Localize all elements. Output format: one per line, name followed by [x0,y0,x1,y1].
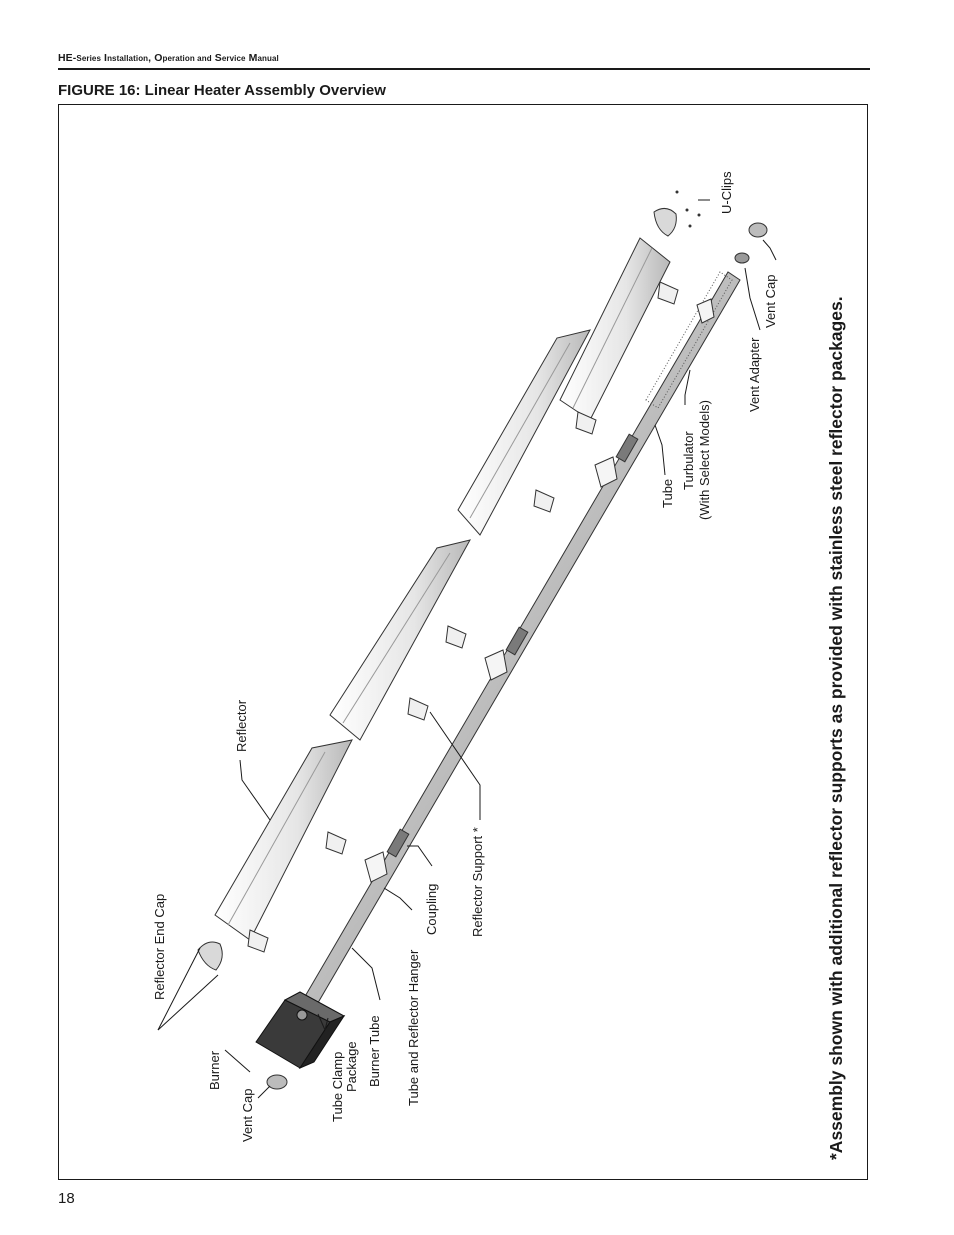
reflector-support-6 [575,411,597,435]
label-vent-cap-right: Vent Cap [763,275,778,329]
vent-cap-right-part [748,222,768,238]
coupling-1 [386,828,410,858]
label-burner-tube: Burner Tube [367,1015,382,1087]
label-tube-clamp-2: Package [344,1041,359,1092]
label-vent-adapter: Vent Adapter [747,337,762,412]
label-tube: Tube [660,479,675,508]
coupling-2 [505,626,529,656]
reflector-section-4 [559,237,671,421]
label-reflector-end-cap: Reflector End Cap [152,894,167,1000]
reflector-end-cap-left [197,941,223,971]
reflector-support-7 [657,281,679,305]
running-header: HE-Series Installation, Operation and Se… [58,52,279,64]
figure-frame [58,104,868,1180]
burner-box [255,991,346,1070]
reflector-support-4 [445,625,467,649]
coupling-3 [615,433,639,463]
reflector-supports [247,281,679,953]
label-reflector-support: Reflector Support * [470,827,485,937]
vent-adapter-part [734,252,750,264]
reflector-section-1 [214,739,353,941]
label-reflector: Reflector [234,699,249,752]
reflector-section-3 [457,329,591,536]
hanger-1 [364,851,388,883]
hanger-4 [696,298,715,324]
page-number: 18 [58,1190,75,1207]
label-tube-clamp-1: Tube Clamp [330,1052,345,1122]
reflector-support-1 [247,929,269,953]
label-turbulator-2: (With Select Models) [697,400,712,520]
reflector-support-2 [325,831,347,855]
turbulator [645,271,733,409]
label-burner: Burner [207,1050,222,1090]
reflector-support-5 [533,489,555,513]
reflector-end-cap-right [653,208,677,237]
hanger-2 [484,649,508,681]
label-vent-cap-left: Vent Cap [240,1089,255,1143]
tube-hangers [364,298,715,883]
header-rule [58,68,870,70]
reflector-support-3 [407,697,429,721]
reflector-sections [214,237,671,941]
label-turbulator-1: Turbulator [681,431,696,490]
label-tube-and-reflector-hanger: Tube and Reflector Hanger [406,949,421,1106]
label-u-clips: U-Clips [719,171,734,214]
figure-caption: FIGURE 16: Linear Heater Assembly Overvi… [58,82,386,99]
u-clips [675,190,701,228]
label-coupling: Coupling [424,884,439,935]
vent-cap-left-part [266,1074,288,1090]
reflector-section-2 [329,539,471,741]
assembly-note: *Assembly shown with additional reflecto… [826,296,846,1160]
leader-lines [157,199,777,1099]
hanger-3 [594,456,618,488]
